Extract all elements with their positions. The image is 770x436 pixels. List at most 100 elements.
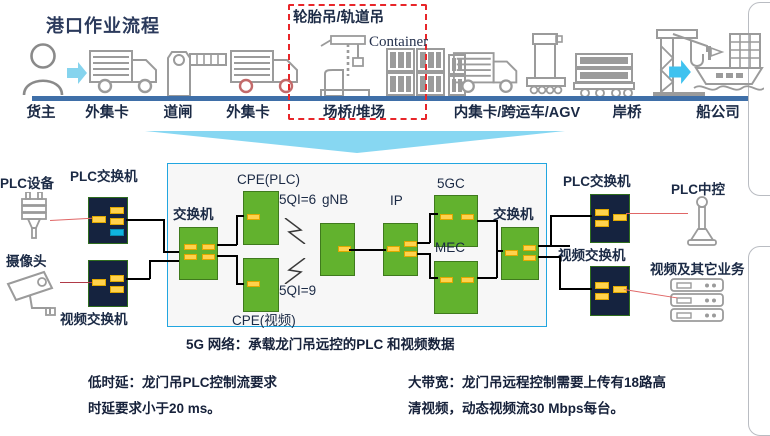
radio-link-video-icon (284, 258, 306, 284)
crane-highlight-label: 轮胎吊/轨道吊 (293, 10, 385, 26)
joystick-icon (687, 196, 717, 246)
wire (217, 255, 237, 257)
wire (236, 215, 238, 245)
ip-label: IP (390, 193, 403, 208)
camera-icon (6, 270, 56, 316)
plc-device-link (50, 217, 93, 222)
wire (236, 215, 244, 217)
mec-label: MEC (435, 240, 465, 255)
cpe-video (243, 258, 279, 312)
cpe-plc-label: CPE(PLC) (237, 172, 301, 187)
video-switch-right (590, 266, 630, 316)
switch-port (595, 282, 609, 289)
plc-switch-right-label: PLC交换机 (563, 174, 631, 189)
flow-stage-label: 外集卡 (85, 105, 129, 121)
plc-device-label: PLC设备 (0, 176, 54, 191)
5gc-node (434, 195, 478, 247)
plc-switch-left (88, 197, 128, 244)
agv-icon (573, 53, 635, 98)
switch-in-label: 交换机 (173, 207, 214, 222)
switch-port (184, 254, 197, 260)
wire (429, 213, 438, 215)
flow-stage-label: 内集卡/跨运车/AGV (453, 105, 581, 121)
container-label: Container (369, 34, 429, 50)
wire (538, 245, 570, 247)
server-stack-icon (670, 278, 724, 322)
wire (163, 219, 165, 252)
gnb-label: gNB (322, 192, 349, 207)
bullet-high-bandwidth: 大带宽：龙门吊远程控制需要上传有18路高 清视频，动态视频流30 Mbps每台。 (408, 370, 666, 422)
qos-video-label: 5QI=9 (279, 283, 317, 298)
wire (550, 215, 592, 217)
arrow-right-icon-2 (669, 60, 691, 84)
flow-stage-label: 岸桥 (612, 105, 642, 121)
switch-port (613, 214, 627, 221)
node-port (440, 277, 453, 283)
wire (496, 250, 503, 252)
cpe-port (247, 214, 260, 220)
video-services-label: 视频及其它业务 (650, 262, 745, 277)
wire (429, 277, 438, 279)
bullet-line: 低时延：龙门吊PLC控制流要求 (88, 375, 277, 390)
switch-port (202, 244, 215, 250)
video-switch-left (88, 260, 128, 307)
node-port (387, 246, 400, 252)
wire (126, 278, 150, 280)
plc-switch-left-label: PLC交换机 (70, 169, 138, 184)
5gc-label: 5GC (437, 176, 465, 191)
wire (429, 253, 431, 278)
container-stack-icon (386, 48, 445, 96)
arrow-right-icon-1 (67, 62, 87, 84)
switch-port (110, 207, 124, 214)
wire (538, 256, 560, 258)
yard-crane-icon (320, 35, 370, 98)
plc-control-link (626, 213, 688, 215)
ship-icon (693, 33, 764, 91)
truck-icon-2 (230, 50, 298, 94)
flow-title: 港口作业流程 (46, 16, 160, 36)
switch-out (501, 227, 539, 280)
node-port (404, 241, 417, 247)
wire (149, 260, 151, 279)
wire (429, 213, 431, 243)
wire (477, 277, 497, 279)
switch-out-label: 交换机 (493, 207, 534, 222)
node-port (461, 277, 474, 283)
quay-crane-icon (653, 29, 708, 97)
bullet-line: 时延要求小于20 ms。 (88, 401, 221, 416)
wire (236, 255, 238, 284)
qos-plc-label: 5QI=6 (279, 192, 317, 207)
flow-baseline (32, 96, 748, 101)
mec-node (434, 261, 478, 314)
truck-icon-3 (452, 52, 518, 93)
switch-port (523, 255, 536, 261)
switch-port (92, 216, 106, 223)
wire (236, 283, 244, 285)
wire (163, 251, 185, 253)
wire (496, 220, 498, 250)
switch-in (179, 227, 218, 280)
crane-highlight-box (288, 4, 427, 120)
switch-port (595, 209, 609, 216)
video-switch-right-label: 视频交换机 (558, 248, 626, 263)
plc-switch-right (590, 194, 630, 243)
bullet-line: 大带宽：龙门吊远程控制需要上传有18路高 (408, 375, 667, 390)
node-port (461, 214, 474, 220)
switch-port (110, 218, 124, 225)
wire (149, 260, 185, 262)
switch-port (110, 286, 124, 293)
gate-barrier-icon (167, 51, 227, 96)
cpe-plc (243, 191, 279, 245)
switch-port (523, 245, 536, 251)
node-port (404, 251, 417, 257)
switch-port (505, 250, 518, 256)
funnel-arrow-icon (145, 131, 565, 153)
cpe-port (247, 281, 260, 287)
switch-port (202, 254, 215, 260)
wire (550, 215, 552, 246)
video-switch-left-label: 视频交换机 (60, 312, 128, 327)
flow-stage-label: 船公司 (696, 105, 740, 121)
wire (559, 256, 561, 289)
straddle-carrier-icon (526, 33, 566, 95)
right-panel-frame-bottom (748, 246, 770, 436)
